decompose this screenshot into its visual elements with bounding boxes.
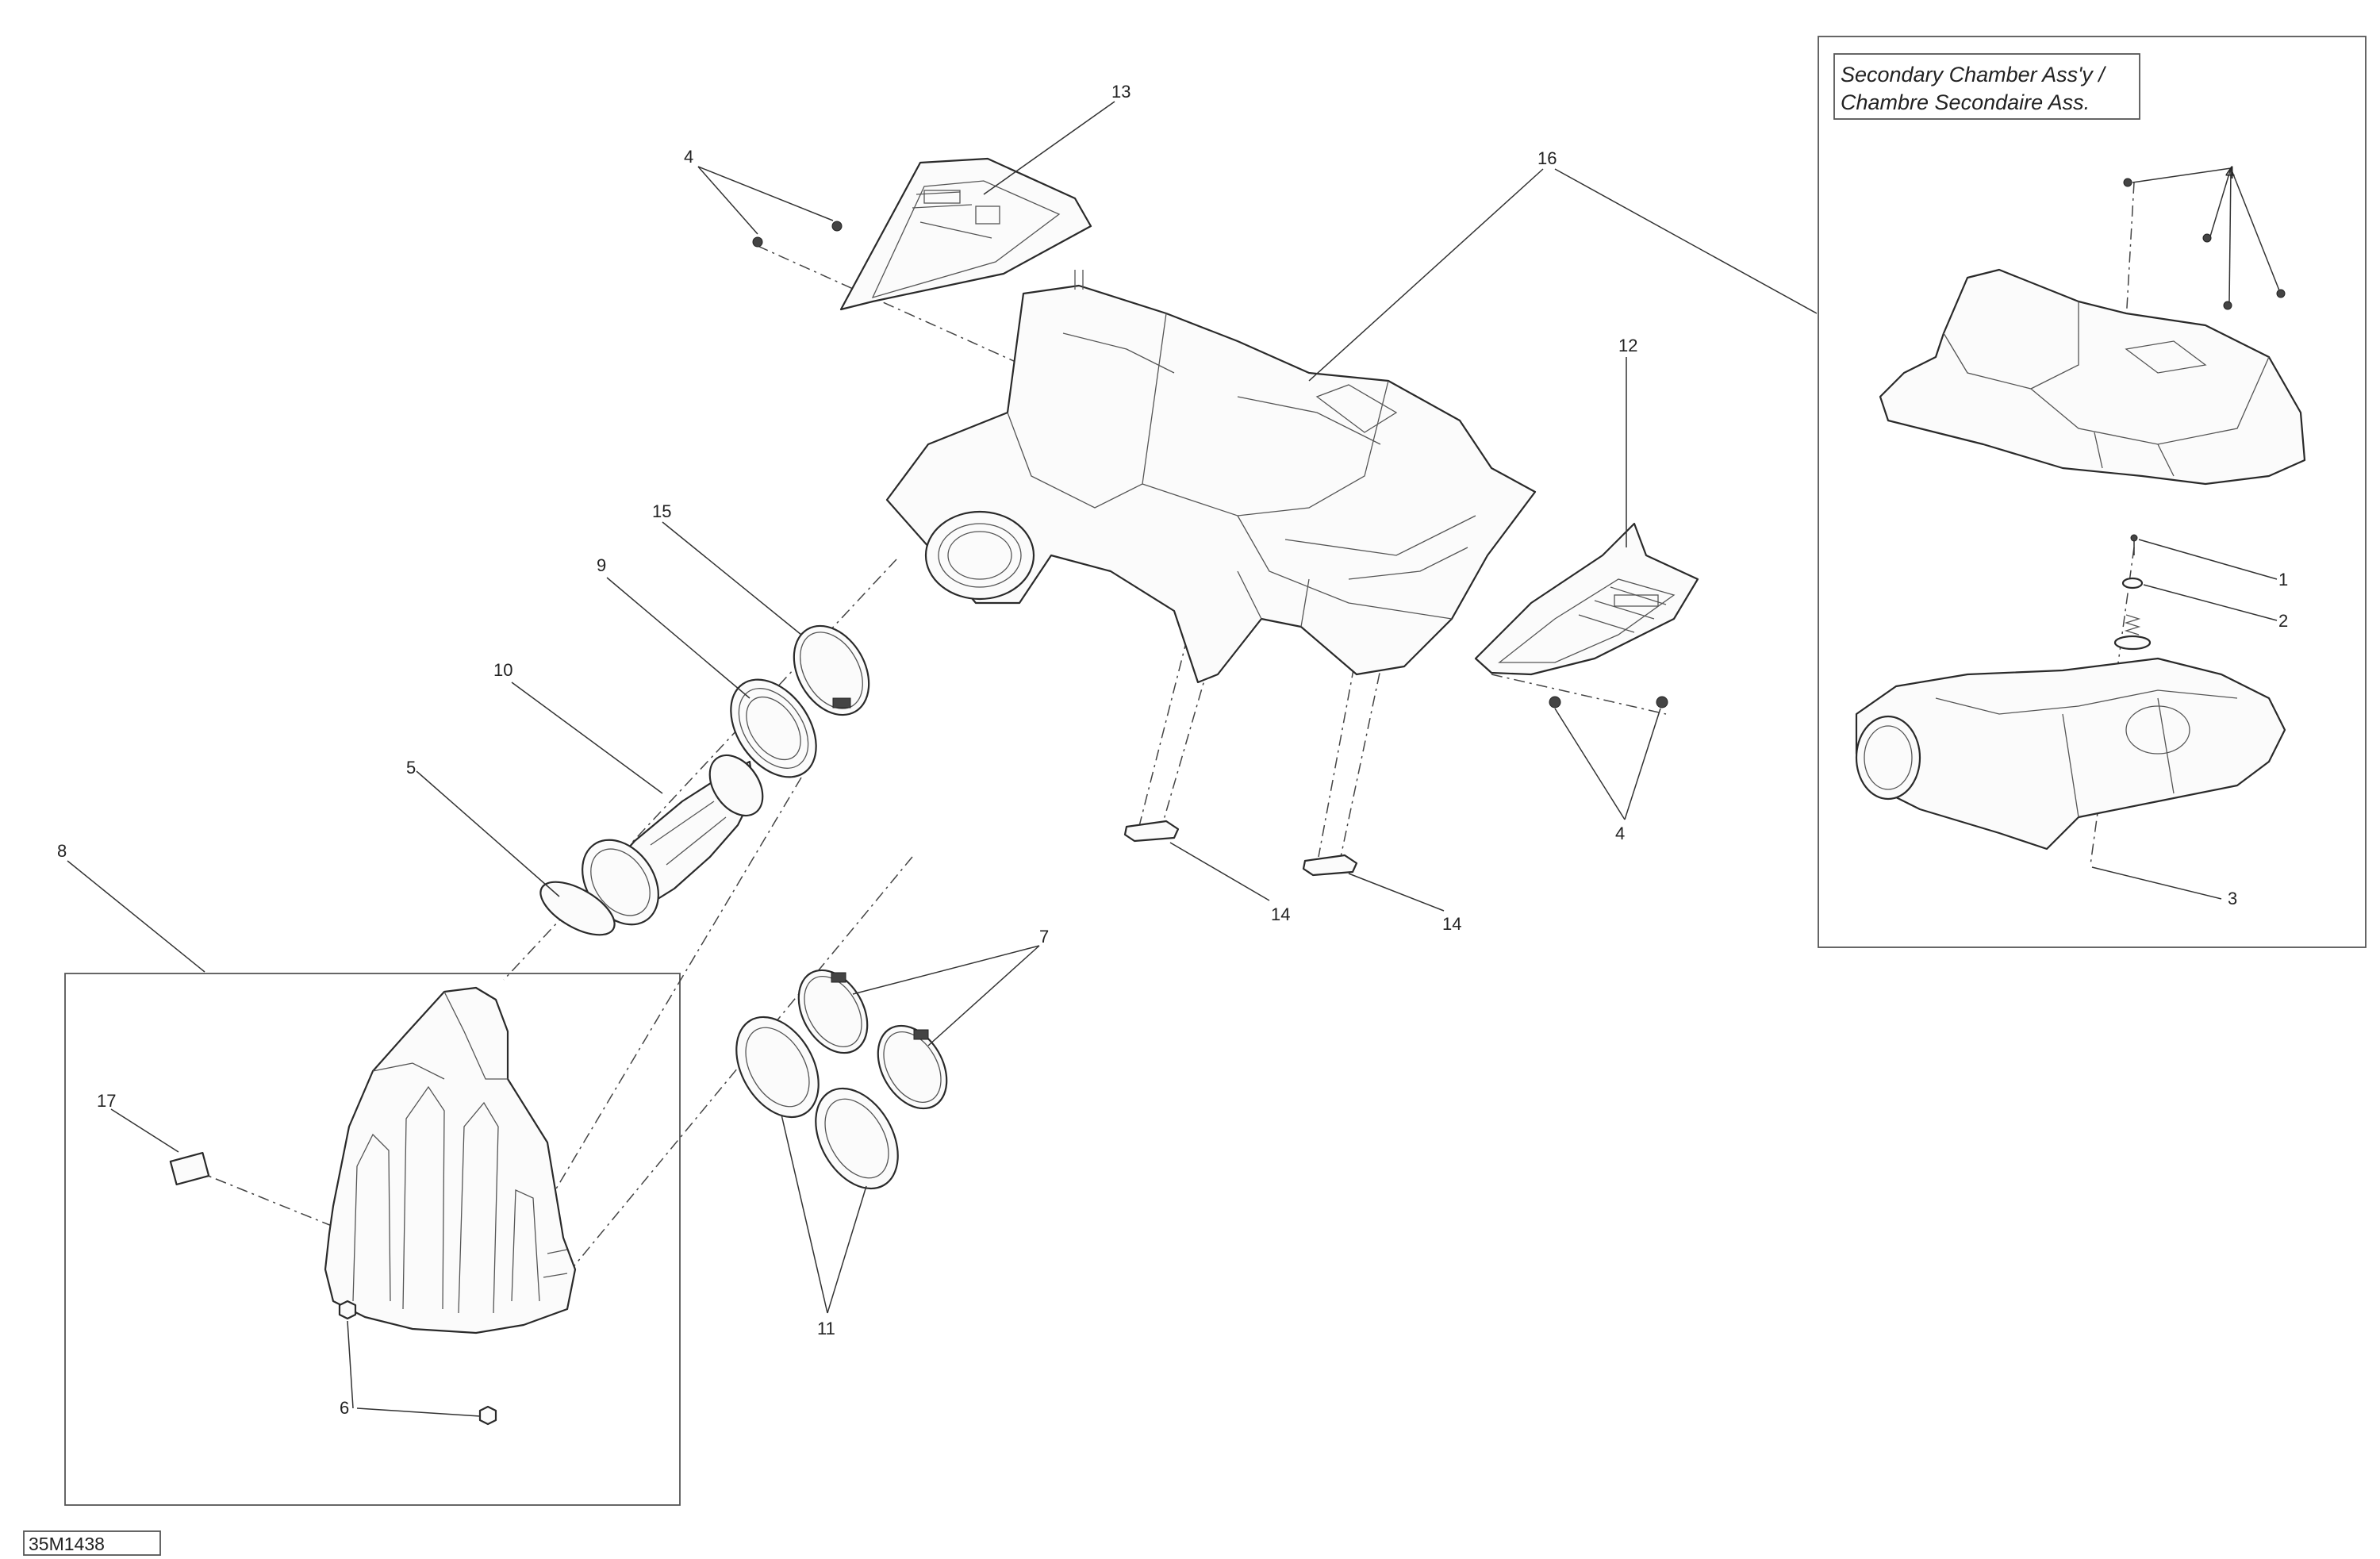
- part-11-rubber-sleeves: [735, 1016, 899, 1190]
- part-12-side-bracket: [1474, 522, 1699, 676]
- callout-7: 7: [1039, 927, 1049, 947]
- callout-8: 8: [57, 841, 67, 861]
- inset-upper-chamber: [1879, 268, 2306, 486]
- part-14-mounting-feet: [1123, 820, 1358, 877]
- diagram-code: 35M1438: [29, 1534, 105, 1554]
- intake-silencer-box: [64, 973, 681, 1506]
- inset-title-line1: Secondary Chamber Ass'y /: [1841, 63, 2106, 86]
- inset-title-box: [1833, 53, 2140, 120]
- callout-14-left: 14: [1271, 904, 1290, 924]
- callout-15: 15: [652, 501, 671, 521]
- inset-parts-1-2-spring: [2113, 534, 2152, 651]
- callout-4-top: 4: [684, 147, 693, 167]
- part-13-upper-bracket: [839, 157, 1092, 311]
- part-16-main-air-chamber: [885, 270, 1537, 684]
- inset-lower-chamber: [1855, 657, 2286, 851]
- callout-10: 10: [493, 660, 512, 680]
- callout-16: 16: [1537, 148, 1557, 168]
- callout-12: 12: [1618, 336, 1637, 355]
- part-7-clamps: [797, 969, 948, 1110]
- callout-11: 11: [817, 1319, 835, 1338]
- callout-4-right: 4: [1615, 824, 1625, 843]
- leader-lines: [67, 101, 2280, 1417]
- part-4-screws-right: [1549, 696, 1668, 708]
- part-15-clamp: [793, 624, 870, 716]
- callout-labels: 13 4 16 12 15 9 10 5 8 4 14 14 7 17 11 6…: [57, 82, 2288, 1418]
- callout-13: 13: [1111, 82, 1130, 102]
- inset-title-line2: Chambre Secondaire Ass.: [1841, 90, 2090, 114]
- secondary-chamber-inset-box: [1818, 36, 2367, 948]
- part-17-label-plate: [169, 1151, 210, 1186]
- part-6-nuts: [338, 1300, 497, 1426]
- callout-3: 3: [2228, 889, 2237, 908]
- callout-9: 9: [597, 555, 606, 575]
- callout-14-right: 14: [1442, 914, 1461, 934]
- callout-1: 1: [2278, 570, 2288, 589]
- part-4-screws-top: [752, 221, 843, 248]
- callout-17: 17: [97, 1091, 116, 1111]
- callout-5: 5: [406, 758, 416, 778]
- diagram-code-box: [23, 1530, 161, 1556]
- callout-6: 6: [340, 1398, 349, 1418]
- callout-2: 2: [2278, 611, 2288, 631]
- part-5-o-ring: [539, 881, 616, 936]
- part-8-intake-silencer: [324, 986, 577, 1334]
- inset-screws-4: [2123, 178, 2286, 310]
- part-9-seal-ring: [730, 678, 817, 778]
- callout-4-inset: 4: [2225, 163, 2235, 182]
